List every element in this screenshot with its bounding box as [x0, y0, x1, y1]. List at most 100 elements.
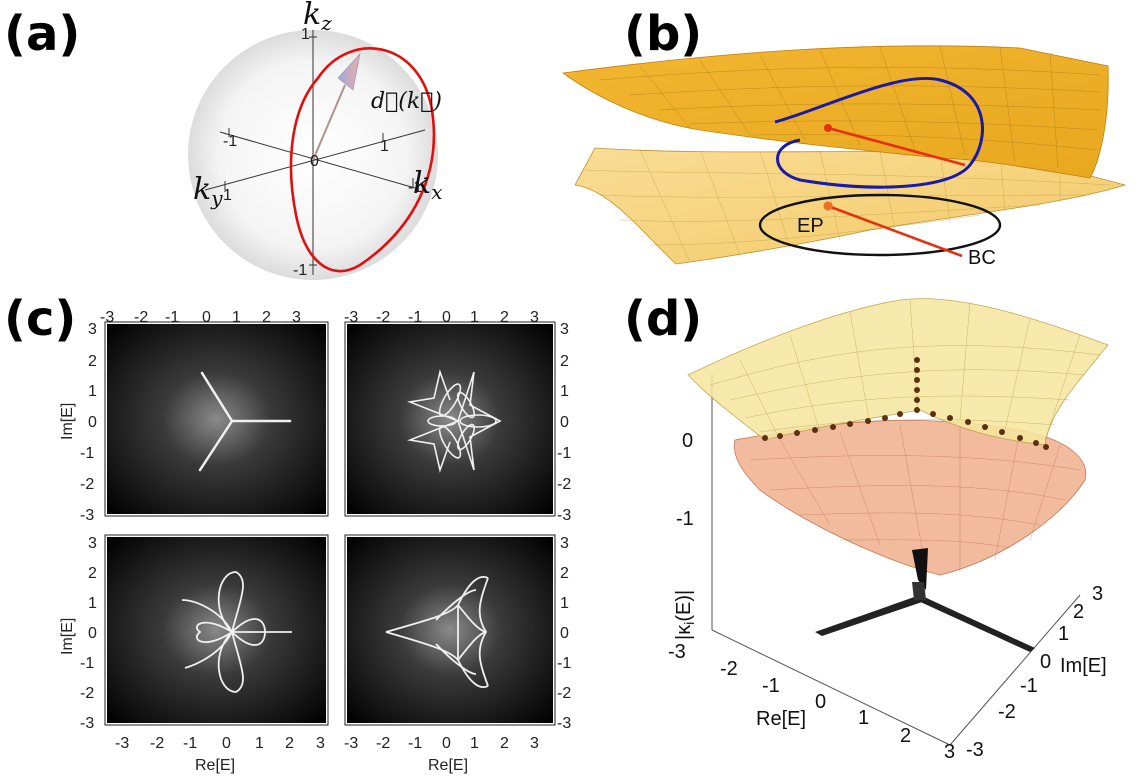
d-vector-shaft	[312, 84, 346, 161]
svg-text:-3: -3	[344, 735, 358, 752]
ep-base	[823, 201, 833, 211]
svg-text:2: 2	[1073, 601, 1084, 623]
panel-a-sphere: 1 -1 1 0 -1 1 -1 kz kx ky d⃗(k⃗)	[188, 0, 442, 280]
c-xlabel-left: Re[E]	[195, 757, 235, 774]
svg-text:2: 2	[500, 309, 509, 326]
spectrum-leg-2	[916, 595, 1035, 652]
svg-text:-1: -1	[557, 445, 571, 462]
svg-text:-1: -1	[408, 309, 422, 326]
svg-text:3: 3	[560, 321, 569, 338]
svg-text:0: 0	[442, 309, 451, 326]
svg-text:-2: -2	[80, 476, 94, 493]
svg-text:2: 2	[500, 735, 509, 752]
map-4	[347, 537, 553, 723]
branch-cut-base	[827, 204, 963, 258]
svg-text:1: 1	[1058, 623, 1069, 645]
svg-text:-1: -1	[557, 655, 571, 672]
branch-cut-upper	[827, 126, 966, 167]
svg-text:-2: -2	[376, 309, 390, 326]
lower-kappa-sheet	[733, 419, 1087, 576]
svg-text:3: 3	[292, 309, 301, 326]
spectrum-1	[198, 371, 292, 472]
svg-text:-3: -3	[100, 309, 114, 326]
svg-text:0: 0	[88, 625, 97, 642]
svg-text:1: 1	[88, 595, 97, 612]
svg-text:1: 1	[858, 707, 869, 729]
svg-text:1: 1	[255, 735, 264, 752]
upper-sheet	[561, 45, 1109, 179]
svg-text:1: 1	[470, 735, 479, 752]
lower-kappa-grid	[749, 424, 1081, 572]
svg-text:-3: -3	[80, 507, 94, 524]
svg-text:0: 0	[442, 735, 451, 752]
svg-text:-2: -2	[134, 309, 148, 326]
svg-text:3: 3	[1092, 583, 1103, 605]
parameter-loop	[758, 193, 1002, 257]
svg-text:2: 2	[560, 565, 569, 582]
svg-text:0: 0	[222, 735, 231, 752]
tick-kx-1: 1	[380, 138, 389, 155]
svg-text:3: 3	[316, 735, 325, 752]
svg-text:-1: -1	[183, 735, 197, 752]
svg-text:-3: -3	[557, 715, 571, 732]
kz-label: kz	[303, 0, 332, 35]
ky-axis	[204, 129, 426, 191]
tick-kx-neg1: -1	[223, 133, 237, 150]
spectrum-2	[407, 369, 502, 473]
svg-text:-1: -1	[165, 309, 179, 326]
svg-text:-2: -2	[998, 701, 1016, 723]
tick-ky-1: 1	[223, 187, 232, 204]
c-ylabel-top: Im[E]	[59, 403, 76, 440]
svg-text:-2: -2	[557, 476, 571, 493]
upper-kappa-sheet	[687, 298, 1109, 446]
svg-text:-1: -1	[80, 655, 94, 672]
spectrum-leg-1	[815, 595, 928, 636]
svg-text:-3: -3	[557, 507, 571, 524]
panel-label-c: (c)	[4, 291, 77, 347]
eigenvalue-loop	[774, 77, 984, 189]
svg-text:2: 2	[88, 353, 97, 370]
spectrum-stem	[912, 548, 928, 590]
svg-text:-1: -1	[408, 735, 422, 752]
svg-text:2: 2	[900, 725, 911, 747]
c-ylabel-bottom: Im[E]	[59, 618, 76, 655]
svg-text:-1: -1	[80, 445, 94, 462]
svg-text:0: 0	[560, 625, 569, 642]
svg-text:-2: -2	[80, 685, 94, 702]
exceptional-line-dots	[762, 357, 1049, 450]
panel-b-surfaces: EP BC	[561, 45, 1127, 269]
svg-text:0: 0	[1040, 651, 1051, 673]
svg-text:2: 2	[262, 309, 271, 326]
map-3	[107, 537, 326, 723]
bc-label: BC	[968, 247, 996, 269]
c-xlabel-right: Re[E]	[428, 757, 468, 774]
ep-label: EP	[797, 215, 824, 237]
svg-text:-1: -1	[676, 508, 694, 530]
svg-text:-3: -3	[115, 735, 129, 752]
svg-text:1: 1	[560, 595, 569, 612]
svg-text:2: 2	[285, 735, 294, 752]
svg-text:2: 2	[560, 353, 569, 370]
upper-kappa-grid	[709, 299, 1101, 441]
svg-text:-2: -2	[557, 685, 571, 702]
svg-text:3: 3	[530, 735, 539, 752]
svg-text:2: 2	[88, 565, 97, 582]
svg-text:1: 1	[232, 309, 241, 326]
tick-origin: 0	[310, 153, 319, 170]
svg-text:0: 0	[815, 691, 826, 713]
d-zlabel: |κi(E)|	[673, 590, 697, 640]
d-vector-cone	[337, 53, 361, 91]
svg-text:1: 1	[470, 309, 479, 326]
svg-text:-2: -2	[376, 735, 390, 752]
tick-kz-neg1: -1	[293, 262, 307, 279]
map-1	[107, 324, 326, 514]
svg-text:3: 3	[88, 535, 97, 552]
svg-text:-2: -2	[150, 735, 164, 752]
svg-text:0: 0	[560, 414, 569, 431]
svg-text:-1: -1	[1020, 675, 1038, 697]
d-vector-trajectory	[289, 47, 436, 273]
svg-text:3: 3	[530, 309, 539, 326]
svg-text:1: 1	[560, 383, 569, 400]
panel-label-a: (a)	[4, 6, 81, 62]
ep-upper	[824, 124, 832, 132]
